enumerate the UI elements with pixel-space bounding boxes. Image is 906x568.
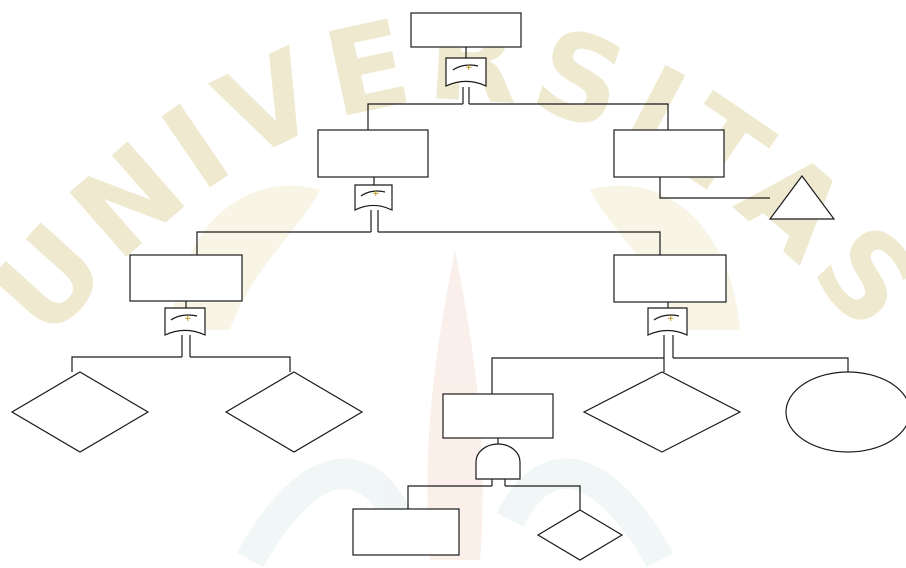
top-event-box (411, 13, 521, 47)
intermediate-event-box (318, 130, 428, 177)
intermediate-event-box (614, 255, 726, 302)
or-gate: + (648, 308, 687, 335)
intermediate-event-box (353, 509, 459, 555)
svg-text:+: + (667, 314, 675, 324)
svg-text:+: + (372, 189, 380, 199)
intermediate-event-box (443, 394, 553, 438)
basic-event-circle (786, 372, 906, 452)
or-gate: + (446, 58, 486, 86)
and-gate (476, 444, 520, 479)
or-gate: + (165, 308, 205, 335)
intermediate-event-box (614, 130, 724, 177)
svg-text:+: + (184, 314, 192, 324)
transfer-triangle (770, 176, 834, 219)
undeveloped-event-diamond (12, 372, 148, 452)
or-gate: + (355, 185, 392, 210)
undeveloped-event-diamond (584, 372, 740, 452)
svg-text:+: + (465, 63, 473, 73)
intermediate-event-box (130, 255, 242, 301)
undeveloped-event-diamond (538, 510, 622, 560)
undeveloped-event-diamond (226, 372, 362, 452)
